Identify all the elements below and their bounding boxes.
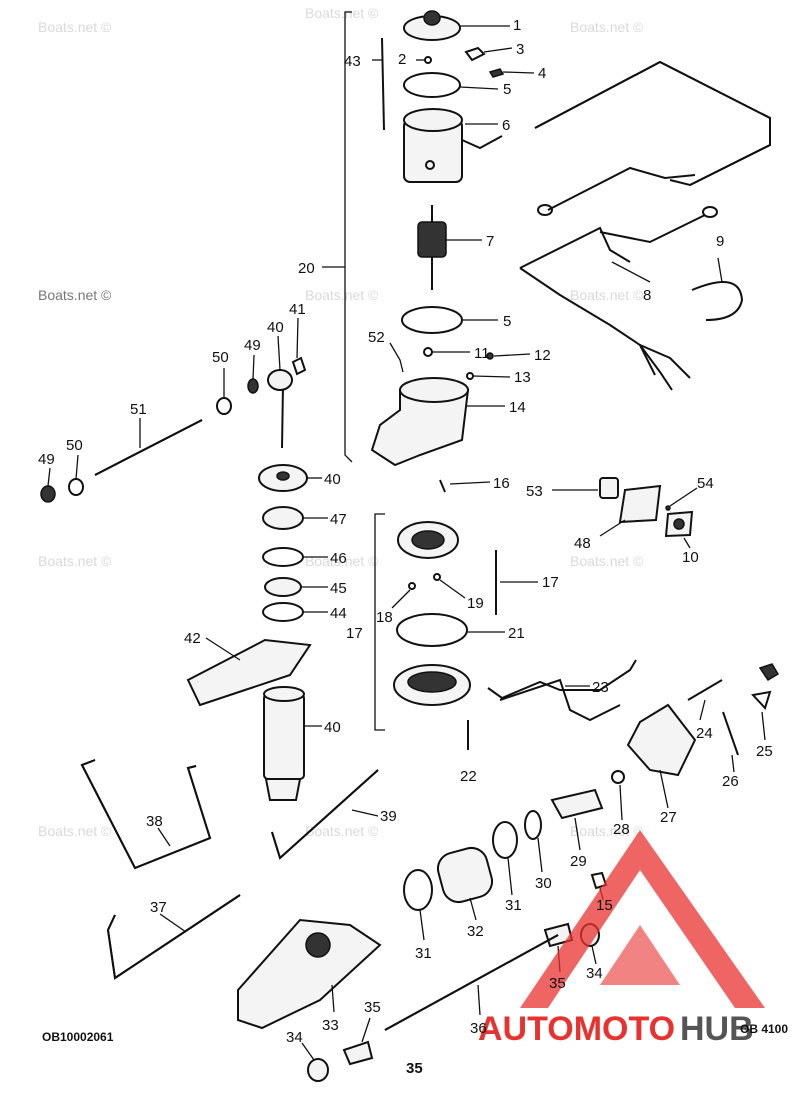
wiring-harness [519, 60, 771, 391]
callout-50: 50 [66, 437, 83, 454]
callout-9: 9 [716, 233, 724, 250]
watermark: Boats.net © [570, 823, 644, 839]
callout-42: 42 [184, 630, 201, 647]
callout-3: 3 [516, 41, 524, 58]
logo-text-right: HUB [680, 1010, 754, 1048]
fuel-lines [80, 759, 382, 1082]
callout-39: 39 [380, 808, 397, 825]
callout-52: 52 [368, 329, 385, 346]
callout-34: 34 [586, 965, 603, 982]
callout-50: 50 [212, 349, 229, 366]
callout-45: 45 [330, 580, 347, 597]
callout-8: 8 [643, 287, 651, 304]
callout-53: 53 [526, 483, 543, 500]
callout-38: 38 [146, 813, 163, 830]
callout-10: 10 [682, 549, 699, 566]
callout-46: 46 [330, 550, 347, 567]
callout-15: 15 [596, 897, 613, 914]
callout-4: 4 [538, 65, 546, 82]
callout-30: 30 [535, 875, 552, 892]
callout-36: 36 [470, 1020, 487, 1037]
callout-16: 16 [493, 475, 510, 492]
watermark: Boats.net © [570, 553, 644, 569]
watermark: Boats.net © [570, 287, 644, 303]
callout-31: 31 [415, 945, 432, 962]
callout-20: 20 [298, 260, 315, 277]
logo-triangle-icon [520, 830, 765, 1008]
callout-24: 24 [696, 725, 713, 742]
watermark: Boats.net © [305, 287, 379, 303]
callout-19: 19 [467, 595, 484, 612]
callout-25: 25 [756, 743, 773, 760]
watermark: Boats.net © [38, 553, 112, 569]
callout-21: 21 [508, 625, 525, 642]
callout-6: 6 [502, 117, 510, 134]
callout-22: 22 [460, 768, 477, 785]
callout-7: 7 [486, 233, 494, 250]
callout-18: 18 [376, 609, 393, 626]
callout-43: 43 [344, 53, 361, 70]
callout-35: 35 [364, 999, 381, 1016]
watermark: Boats.net © [570, 19, 644, 35]
callout-44: 44 [330, 605, 347, 622]
watermark: Boats.net © [38, 287, 112, 303]
logo-text-left: AUTOMOTO [478, 1010, 675, 1048]
callout-5: 5 [503, 313, 511, 330]
callout-17: 17 [346, 625, 363, 642]
callout-11: 11 [474, 345, 490, 362]
callout-29: 29 [570, 853, 587, 870]
callout-12: 12 [534, 347, 551, 364]
callout-54: 54 [697, 475, 714, 492]
callout-35: 35 [549, 975, 566, 992]
watermark: Boats.net © [38, 823, 112, 839]
callout-31: 31 [505, 897, 522, 914]
callout-47: 47 [330, 511, 347, 528]
drawing-code-right: OB 4100 [740, 1022, 789, 1036]
watermark: Boats.net © [305, 5, 379, 21]
callout-1: 1 [513, 17, 521, 34]
callout-37: 37 [150, 899, 167, 916]
callout-13: 13 [514, 369, 531, 386]
callout-49: 49 [38, 451, 55, 468]
callout-27: 27 [660, 809, 677, 826]
callout-51: 51 [130, 401, 147, 418]
callout-32: 32 [467, 923, 484, 940]
callout-5: 5 [503, 81, 511, 98]
callout-48: 48 [574, 535, 591, 552]
watermark: Boats.net © [38, 19, 112, 35]
callout-40: 40 [324, 471, 341, 488]
callout-2: 2 [398, 51, 406, 68]
callout-17: 17 [542, 574, 559, 591]
callout-labels: 1 2 3 4 5 5 6 7 8 9 10 11 12 13 14 15 16… [38, 17, 773, 1046]
plunger-parts [40, 317, 328, 801]
callout-26: 26 [722, 773, 739, 790]
callout-40: 40 [267, 319, 284, 336]
bracket-17 [374, 513, 385, 731]
drawing-code-left: OB10002061 [42, 1030, 114, 1044]
callout-33: 33 [322, 1017, 339, 1034]
callout-40: 40 [324, 719, 341, 736]
starter-motor-parts [370, 10, 535, 467]
automotohub-logo: AUTOMOTO HUB [478, 830, 765, 1048]
callout-34: 34 [286, 1029, 303, 1046]
callout-14: 14 [509, 399, 526, 416]
page-number: 35 [406, 1060, 423, 1077]
callout-49: 49 [244, 337, 261, 354]
callout-23: 23 [592, 679, 609, 696]
callout-28: 28 [613, 821, 630, 838]
callout-41: 41 [289, 301, 306, 318]
bracket-20 [344, 11, 353, 463]
switch-parts [552, 477, 698, 549]
watermarks: Boats.net © Boats.net © Boats.net © Boat… [38, 5, 644, 839]
watermark: Boats.net © [305, 823, 379, 839]
fuel-pump-parts [391, 479, 637, 750]
